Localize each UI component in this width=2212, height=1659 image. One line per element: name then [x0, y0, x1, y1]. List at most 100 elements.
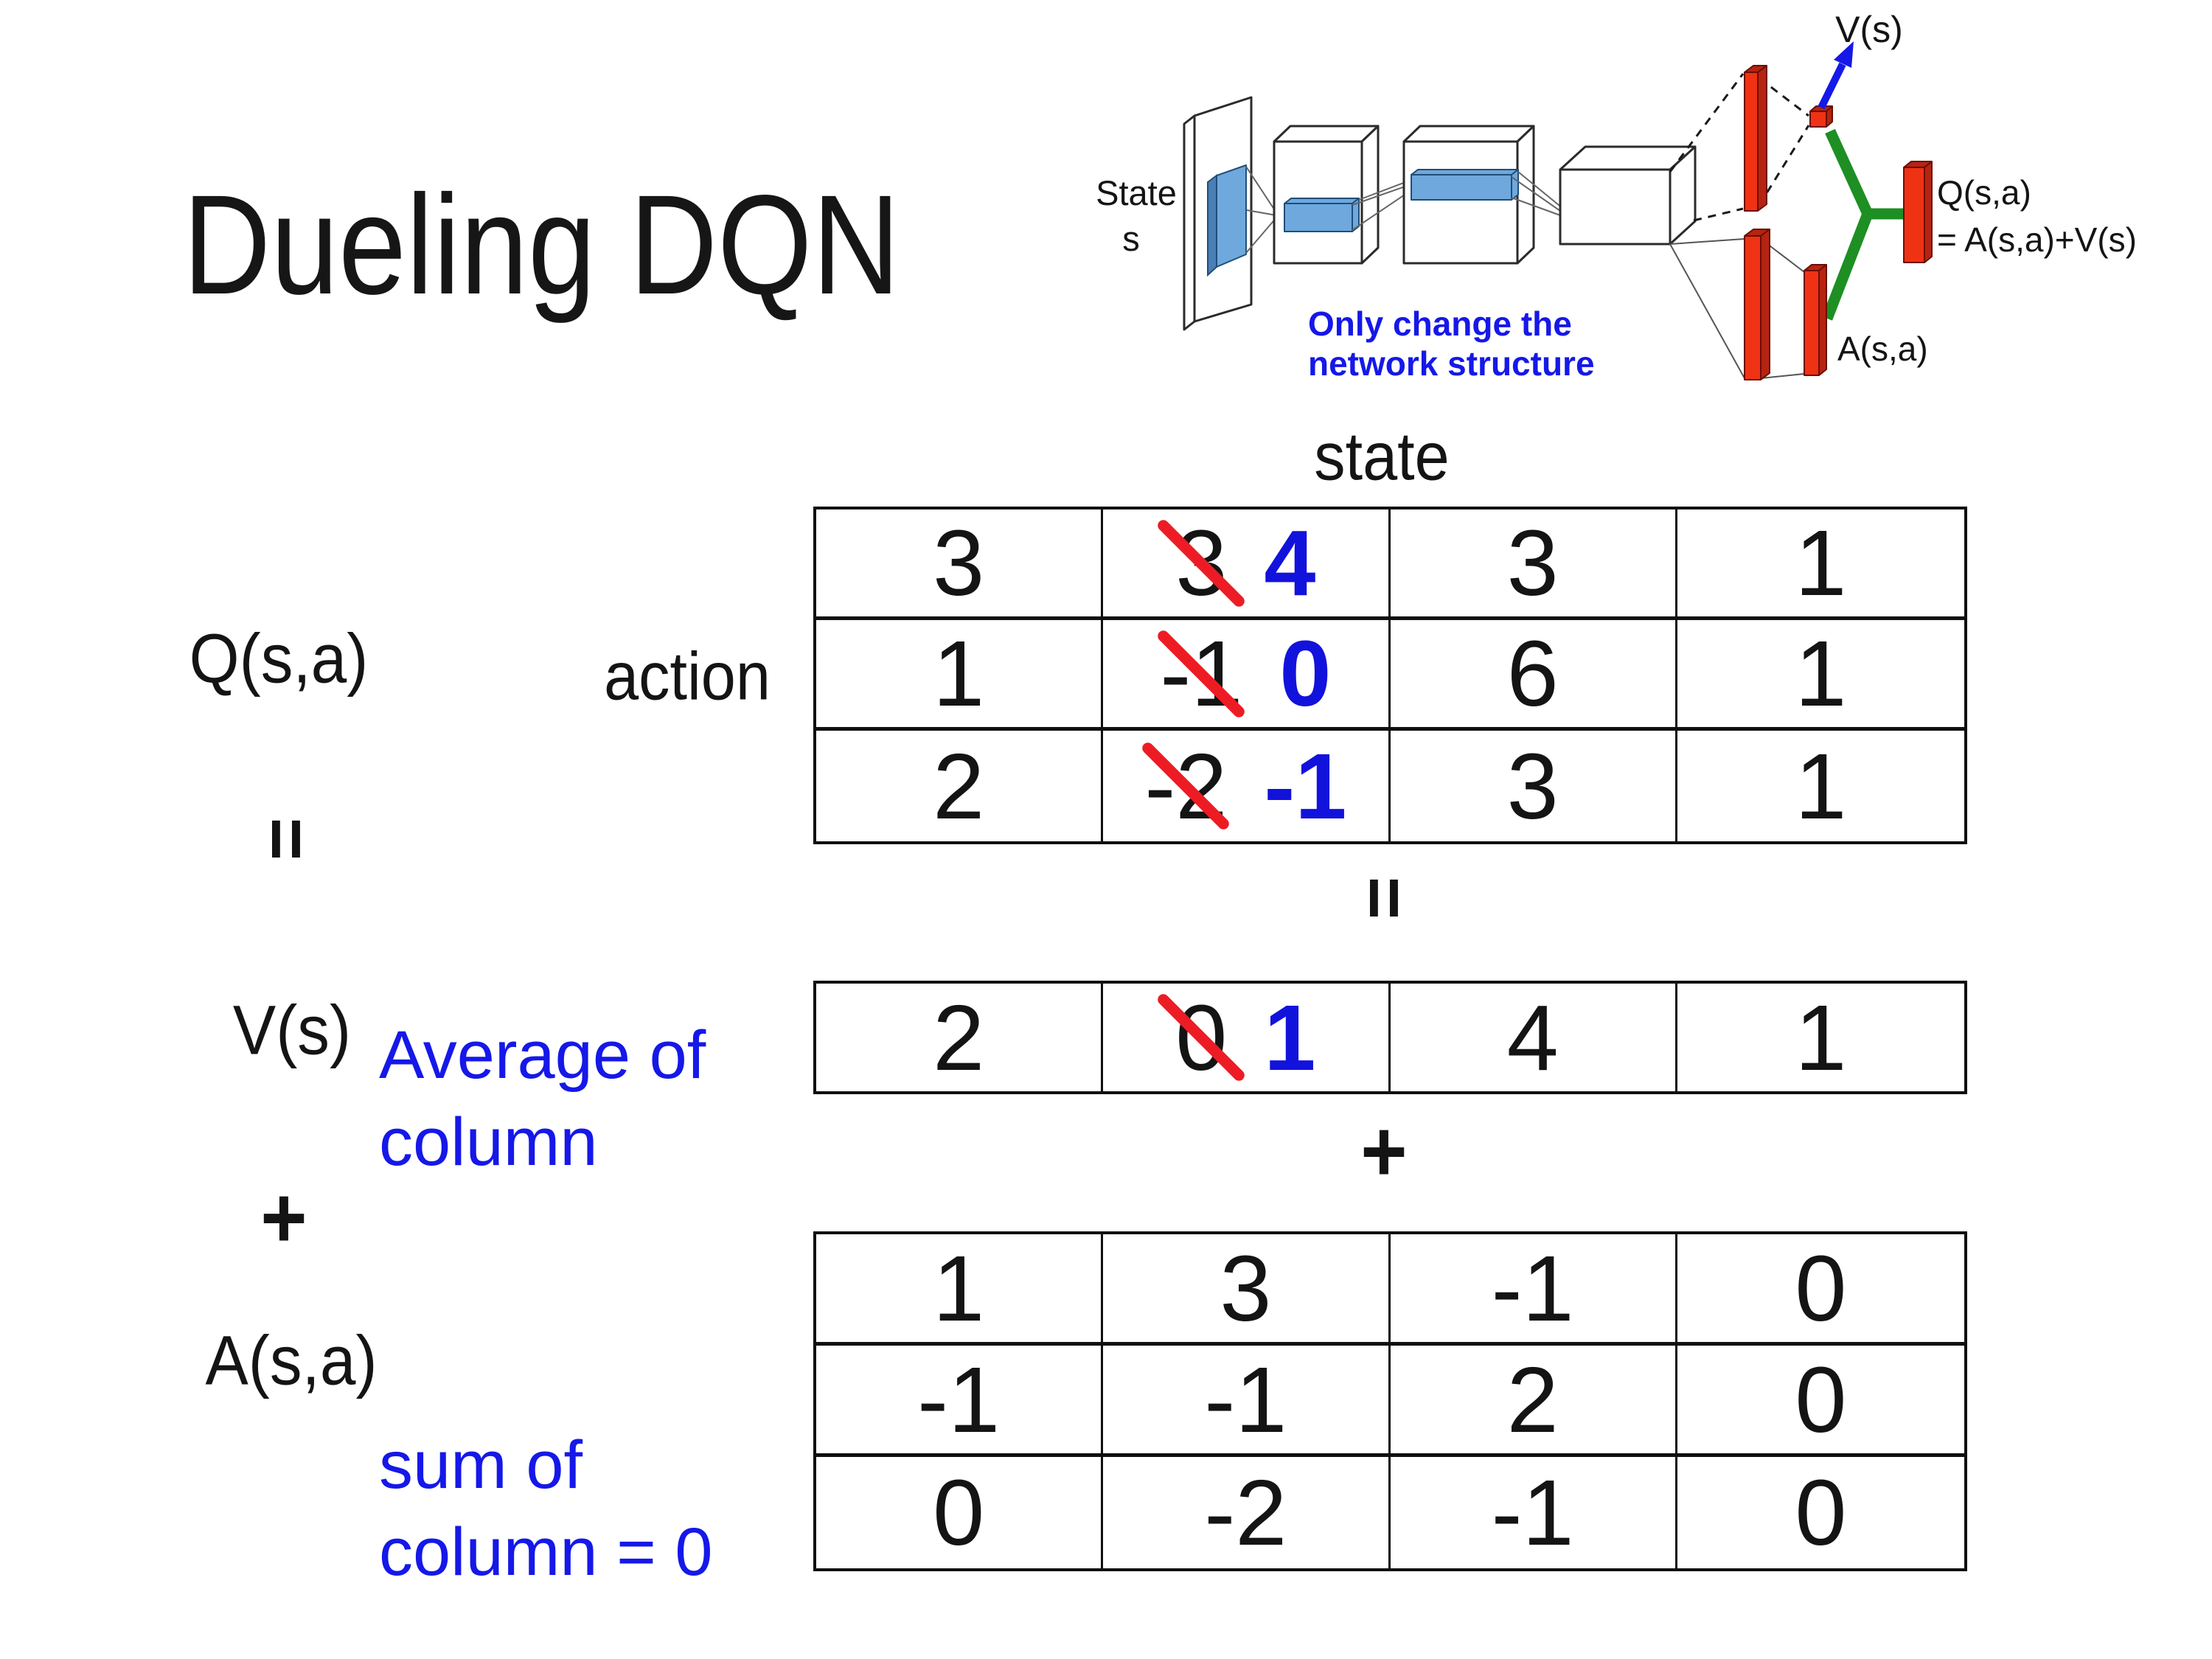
q-cell-r2c0: 2	[816, 731, 1104, 841]
q-cell-r0c2: 3	[1390, 509, 1677, 620]
note-line-1: Only change the	[1308, 305, 1572, 343]
average-note-line1: Average of	[379, 1018, 706, 1093]
dashed-link	[1759, 77, 1809, 117]
a-cell-r0c2: -1	[1390, 1234, 1677, 1346]
q-output-label-line1: Q(s,a)	[1937, 173, 2031, 212]
combine-path-value	[1825, 128, 1904, 220]
q-cell-r0c0: 3	[816, 509, 1104, 620]
dashed-link	[1669, 73, 1745, 173]
v-cell-r0c3: 1	[1795, 985, 1847, 1090]
a-cell-r1c0: -1	[816, 1346, 1104, 1457]
action-header: action	[604, 639, 771, 714]
state-s-label: s	[1122, 219, 1140, 258]
dashed-link	[1758, 125, 1810, 206]
feature-bar-2	[1411, 174, 1512, 201]
sum-note-line1: sum of	[379, 1427, 583, 1503]
conv-box-2-top	[1402, 125, 1535, 143]
conv-box-2-side	[1516, 125, 1535, 265]
q-cell-r0c1: 34	[1103, 509, 1391, 620]
fan-line	[1669, 238, 1745, 245]
feature-bar-1-top	[1284, 198, 1360, 204]
corrected-value: 4	[1264, 511, 1316, 615]
plus-middle: +	[1360, 1103, 1408, 1200]
conv-box-1-side	[1360, 125, 1380, 265]
input-plane-side	[1183, 114, 1196, 331]
plus-left: +	[260, 1169, 307, 1267]
value-arrow	[1818, 62, 1846, 110]
fan-line	[1517, 171, 1564, 209]
a-cell-r2c0: 0	[816, 1457, 1104, 1568]
fan-line	[1352, 189, 1412, 231]
q-cell-r2c1: -2 -1	[1103, 731, 1391, 841]
crossed-old-value: -1	[1155, 620, 1248, 727]
q-output-bar-side	[1924, 161, 1933, 263]
corrected-value: -1	[1264, 734, 1347, 838]
v-values-table: 20141	[813, 981, 1967, 1094]
v-equation-label: V(s)	[232, 991, 352, 1070]
feature-bar-1	[1284, 203, 1353, 232]
advantage-bar	[1804, 270, 1820, 376]
conv-box-2	[1402, 140, 1519, 265]
state-header: state	[1314, 419, 1450, 495]
conv-filter-side	[1207, 174, 1217, 277]
crossed-old-value: -2	[1140, 733, 1232, 840]
fan-line	[1511, 176, 1561, 212]
a-cell-r1c1: -1	[1103, 1346, 1391, 1457]
q-cell-r1c2: 6	[1390, 620, 1677, 731]
a-cell-r0c1: 3	[1103, 1234, 1391, 1346]
value-arrow-head	[1834, 41, 1854, 68]
q-output-bar	[1903, 167, 1925, 263]
crossed-old-value: 0	[1155, 984, 1248, 1091]
a-output-label: A(s,a)	[1837, 330, 1928, 368]
fan-line	[1669, 243, 1745, 379]
slide-title: Dueling DQN	[183, 165, 900, 324]
note-line-2: network structure	[1308, 344, 1595, 383]
equals-rotated-left: =	[245, 817, 328, 861]
q-cell-r2c2: 3	[1391, 731, 1677, 841]
combine-path-advantage	[1822, 212, 1873, 321]
dueling-network-diagram: State s Only change the network structur…	[1096, 9, 2137, 383]
value-fc-bar	[1744, 72, 1759, 212]
dashed-link	[1693, 207, 1744, 222]
a-cell-r1c3: 0	[1677, 1346, 1964, 1457]
advantage-fc-bar	[1744, 235, 1761, 380]
corrected-value: 0	[1279, 622, 1332, 726]
advantage-fc-bar-side	[1760, 229, 1770, 380]
a-cell-r1c2: 2	[1390, 1346, 1677, 1457]
q-cell-r2c3: 1	[1795, 734, 1847, 838]
a-cell-r0c3: 0	[1677, 1234, 1964, 1346]
a-cell-r0c0: 1	[816, 1234, 1104, 1346]
v-cell-r0c1: 01	[1103, 984, 1391, 1091]
corrected-value: 1	[1264, 985, 1316, 1090]
q-cell-r1c1: -1 0	[1103, 620, 1391, 731]
conv-box-3	[1559, 168, 1672, 246]
q-cell-r1c3: 1	[1677, 620, 1964, 731]
value-node	[1809, 111, 1827, 128]
crossed-old-value: 3	[1155, 509, 1248, 616]
conv-filter	[1216, 164, 1247, 268]
feature-bar-2-end	[1511, 169, 1519, 201]
v-cell-r0c0: 2	[816, 984, 1104, 1091]
average-note-line2: column	[379, 1105, 598, 1180]
q-cell-r0c3: 1	[1677, 509, 1964, 620]
advantage-bar-side	[1818, 264, 1827, 376]
q-cell-r1c0: 1	[816, 620, 1104, 731]
fan-line	[1511, 197, 1561, 216]
fan-line	[1358, 179, 1412, 201]
sum-note: sum of column = 0	[379, 1422, 713, 1596]
fan-line	[1352, 184, 1412, 206]
fan-line	[1760, 373, 1805, 379]
a-cell-r2c3: 0	[1795, 1461, 1847, 1565]
a-cell-r2c2: -1	[1391, 1457, 1677, 1568]
q-equation-label: Q(s,a)	[189, 619, 369, 698]
q-output-label-line2: = A(s,a)+V(s)	[1937, 220, 2137, 259]
a-equation-label: A(s,a)	[205, 1321, 378, 1400]
a-cell-r2c1: -2	[1103, 1457, 1391, 1568]
feature-bar-2-top	[1411, 169, 1519, 175]
v-output-label: V(s)	[1835, 9, 1903, 50]
equals-rotated-middle: =	[1343, 876, 1426, 920]
average-note: Average of column	[379, 1012, 706, 1186]
conv-box-1-top	[1273, 125, 1380, 143]
state-input-label: State	[1096, 173, 1177, 212]
